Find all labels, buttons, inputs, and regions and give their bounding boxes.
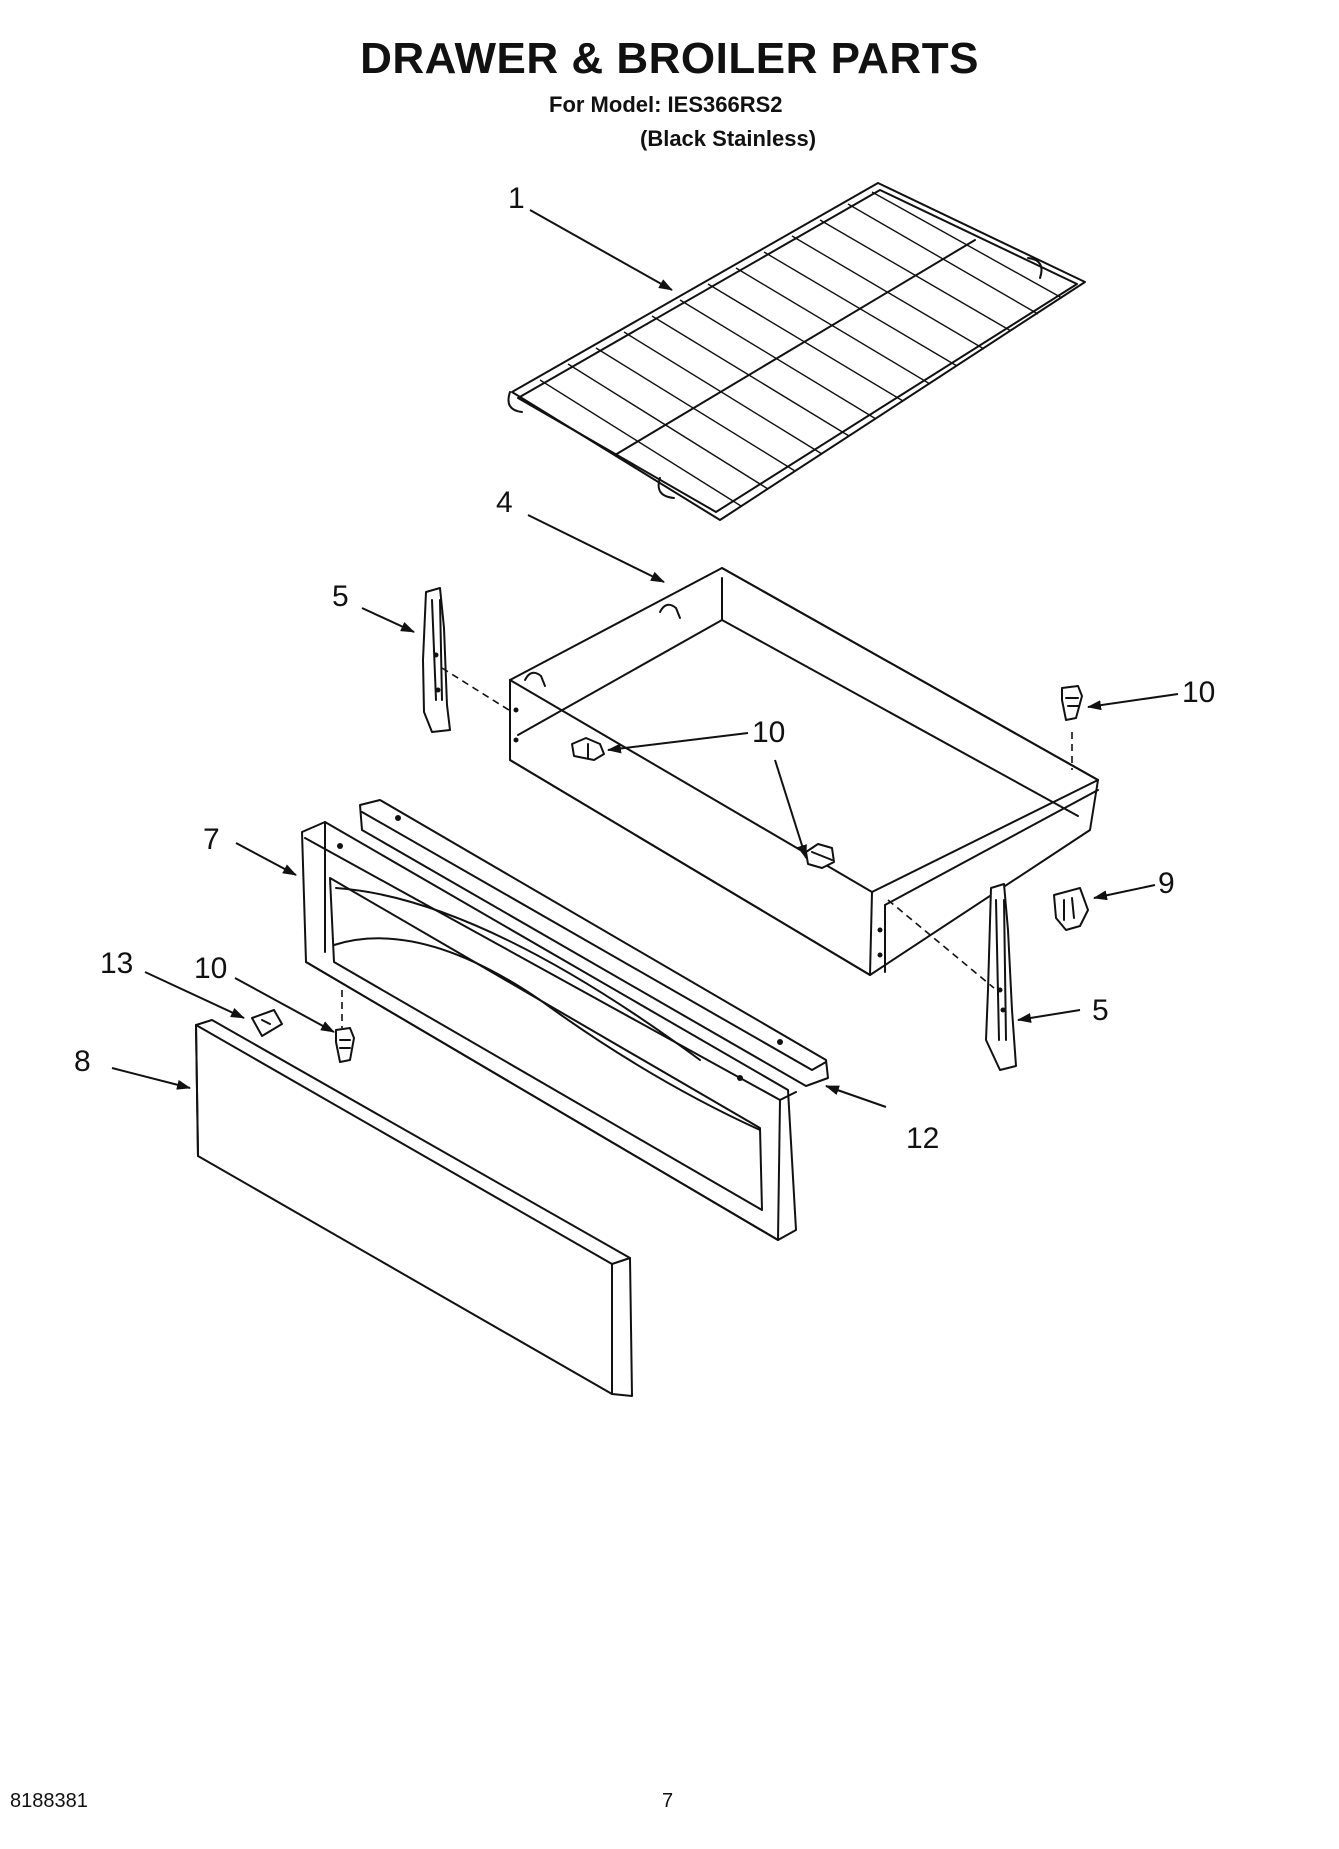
part-12-drawer-spacer (359, 799, 829, 1087)
part-8-drawer-panel (195, 1019, 633, 1397)
doc-number: 8188381 (10, 1790, 88, 1812)
callout-9: 9 (1158, 867, 1175, 900)
part-13-clip (251, 1009, 283, 1037)
model-line: For Model: IES366RS2 (549, 92, 783, 117)
callout-13: 13 (100, 947, 133, 980)
callout-5-right: 5 (1092, 994, 1109, 1027)
part-5-slide-bracket-right (985, 883, 1017, 1071)
callout-8: 8 (74, 1045, 91, 1078)
part-1-broiler-rack (507, 182, 1086, 521)
part-9-clip (1053, 887, 1089, 931)
part-10-screw-top-right (1061, 685, 1083, 721)
callout-arrows (111, 209, 1179, 1108)
page-title: DRAWER & BROILER PARTS (360, 34, 979, 83)
callout-10-right: 10 (1182, 676, 1215, 709)
callout-1: 1 (508, 182, 525, 215)
callout-7: 7 (203, 823, 220, 856)
finish-line: (Black Stainless) (640, 126, 817, 151)
callout-4: 4 (496, 486, 513, 519)
part-5-slide-bracket-left (422, 587, 451, 733)
part-10-screw-drawer-rear (805, 843, 835, 869)
callout-10-center: 10 (752, 716, 785, 749)
callout-5-left: 5 (332, 580, 349, 613)
callout-10-front: 10 (194, 952, 227, 985)
callout-12: 12 (906, 1122, 939, 1155)
part-4-broiler-pan (509, 567, 1099, 976)
part-10-screw-front-panel (335, 1027, 355, 1063)
part-7-drawer-front-frame (301, 821, 797, 1241)
part-10-screw-drawer-side (571, 737, 605, 761)
page-number: 7 (662, 1790, 674, 1812)
